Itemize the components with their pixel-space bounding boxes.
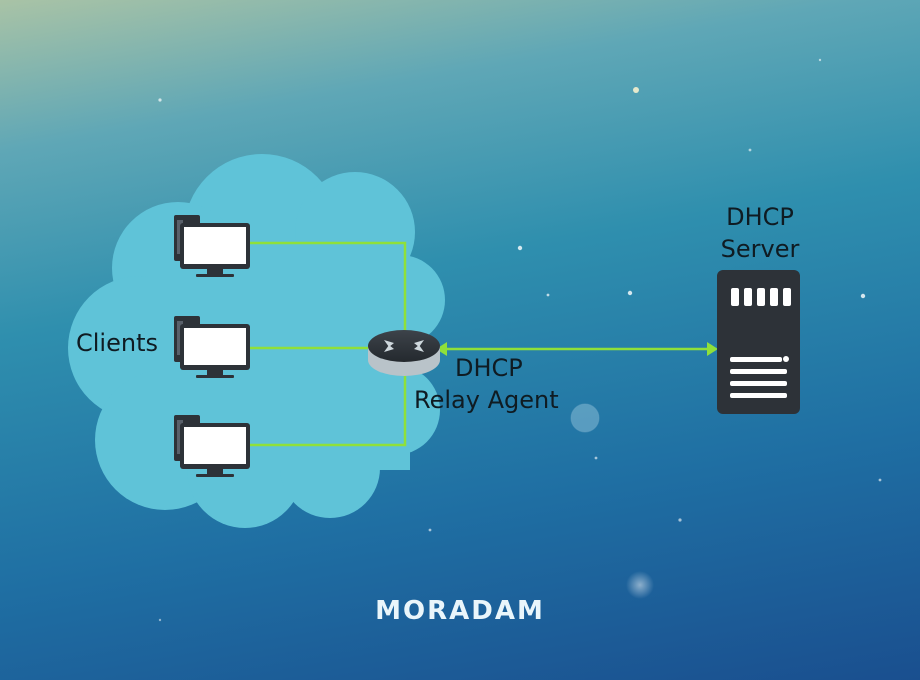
clients-label: Clients bbox=[76, 329, 158, 357]
link-client-3 bbox=[250, 360, 407, 447]
dhcp-server bbox=[717, 270, 800, 414]
link-client-1 bbox=[250, 241, 407, 345]
client-network-cloud bbox=[68, 154, 445, 528]
relay-agent-label-line2: Relay Agent bbox=[414, 386, 559, 414]
arrowhead-server bbox=[707, 342, 718, 356]
client-computer-2 bbox=[174, 316, 250, 378]
client-computer-1 bbox=[174, 215, 250, 277]
link-arrowheads bbox=[436, 342, 718, 356]
server-label-line2: Server bbox=[720, 235, 800, 263]
brand-logo-text: MORADAM bbox=[375, 596, 545, 626]
router-icon bbox=[368, 330, 440, 376]
arrowhead-relay bbox=[436, 342, 447, 356]
background-stars bbox=[158, 58, 882, 622]
relay-agent-router bbox=[368, 330, 440, 376]
desktop-computer-icon bbox=[174, 316, 250, 378]
server-label-line1: DHCP bbox=[726, 203, 794, 231]
server-icon bbox=[717, 270, 800, 414]
network-links bbox=[250, 241, 712, 447]
client-computer-3 bbox=[174, 415, 250, 477]
desktop-computer-icon bbox=[174, 215, 250, 277]
desktop-computer-icon bbox=[174, 415, 250, 477]
relay-agent-label-line1: DHCP bbox=[455, 354, 523, 382]
